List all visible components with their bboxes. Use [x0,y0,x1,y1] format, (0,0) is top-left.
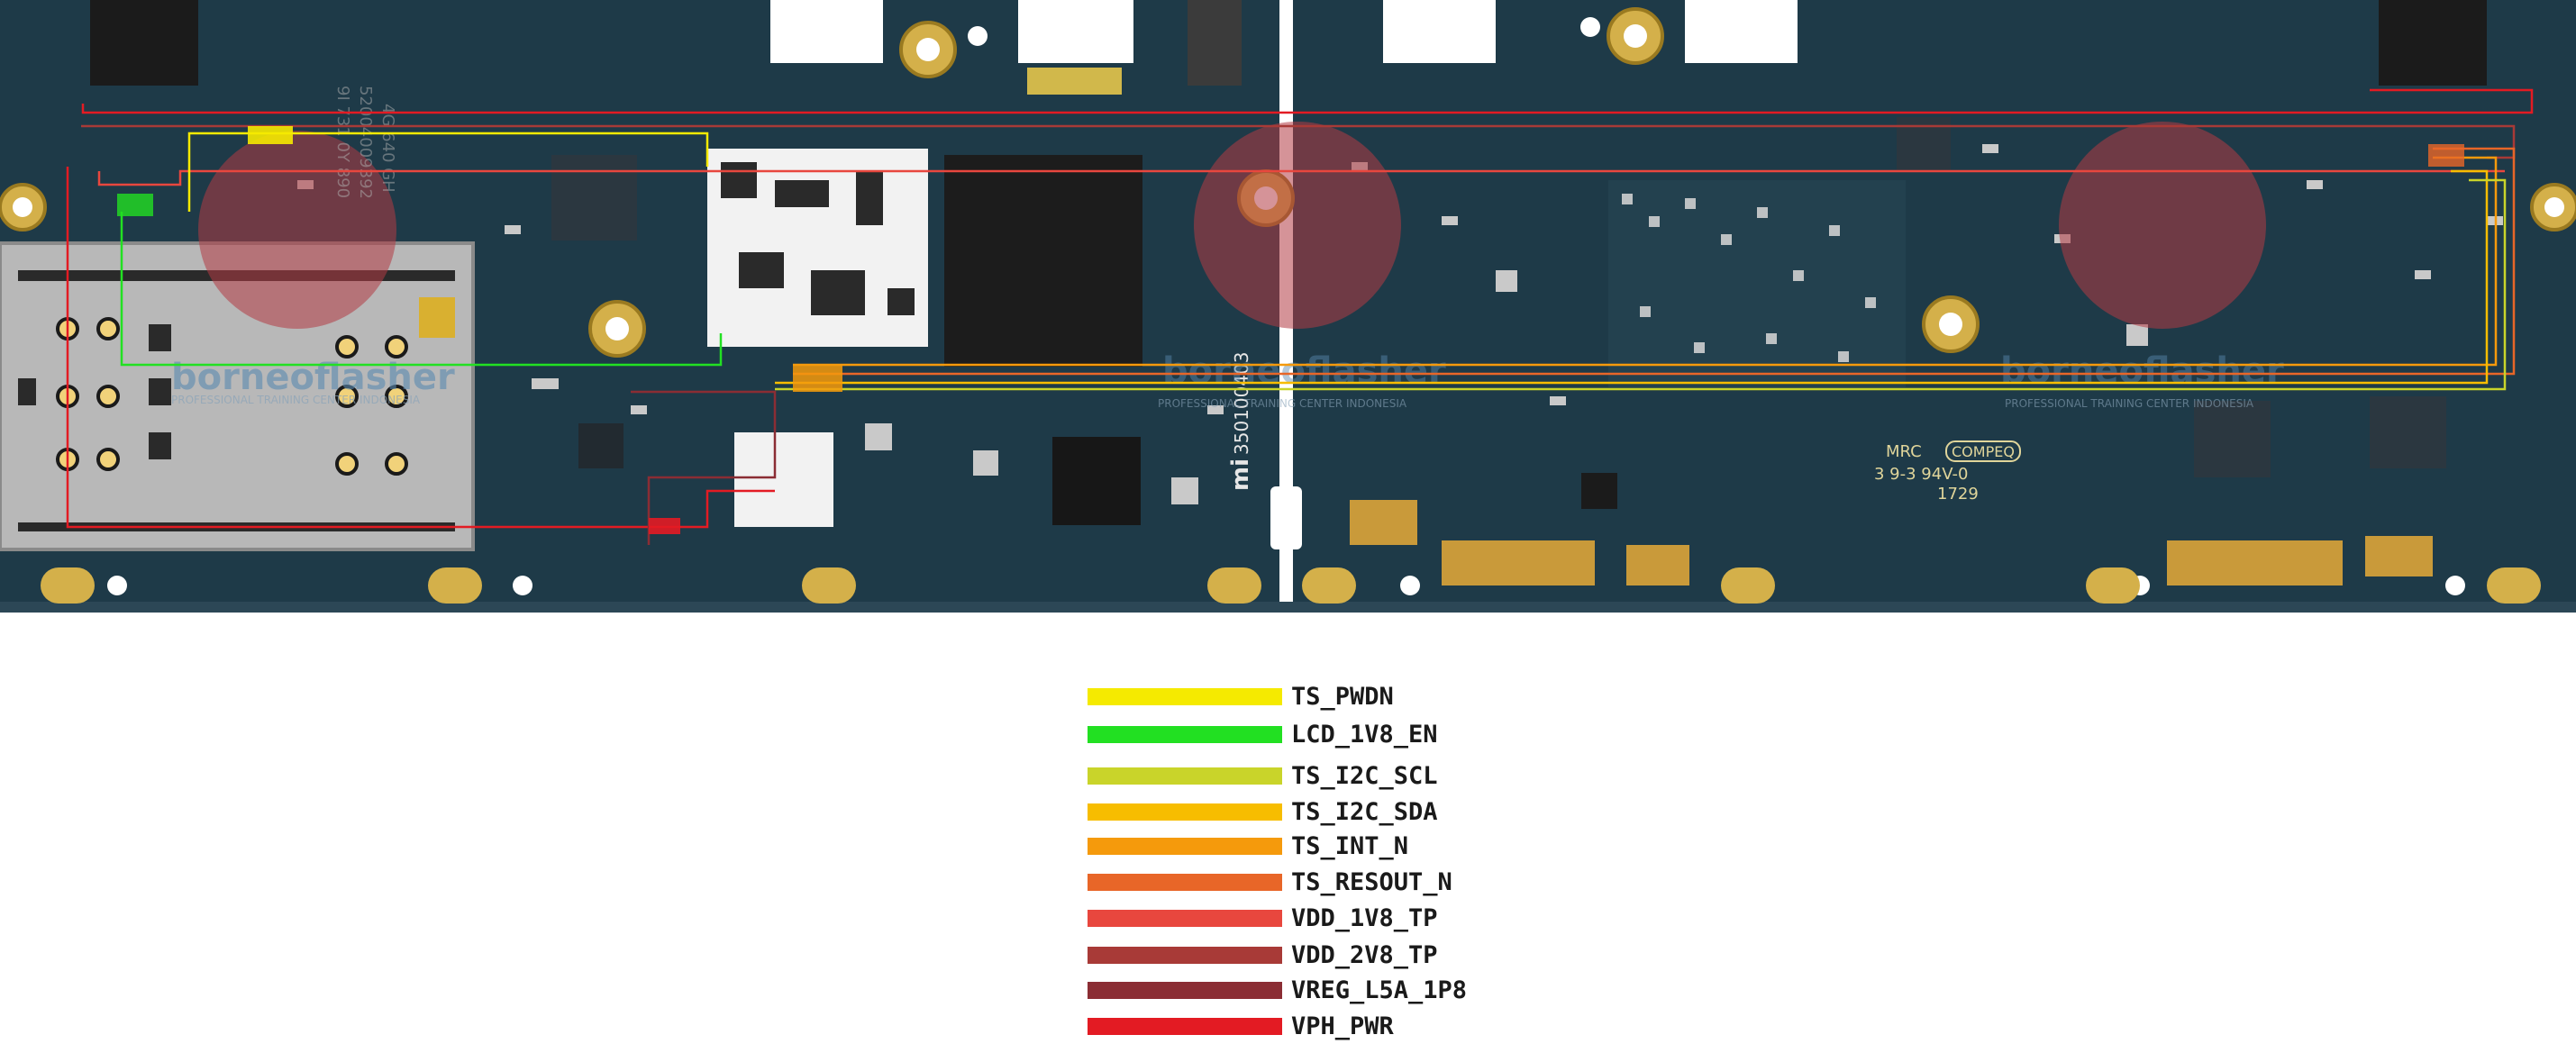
legend-item: TS_INT_N [1088,831,1409,860]
highlight-component [649,518,680,534]
highlight-component [2428,144,2464,167]
trace-ts-i2c-sda [775,169,2489,385]
board-cutout [1383,0,1496,63]
legend-swatch [1088,1017,1282,1035]
legend-item: TS_I2C_SCL [1088,761,1438,790]
pcb-board-diagram: mi 350100403 MRC COMPEQ 3 9-3 94V-0 1729… [0,0,2576,613]
connector [1350,500,1417,545]
connector [1626,545,1689,585]
legend-swatch [1088,803,1282,821]
ic-chip [551,155,637,241]
board-divider-tab [1270,486,1302,549]
legend-swatch [1088,767,1282,785]
trace-vreg-l5a-1p8 [631,390,777,545]
watermark-tagline: PROFESSIONAL TRAINING CENTER INDONESIA [2005,397,2254,410]
legend-swatch [1088,981,1282,999]
legend-label: TS_RESOUT_N [1291,867,1452,896]
legend-item: VDD_2V8_TP [1088,940,1438,969]
legend-item: LCD_1V8_EN [1088,720,1438,749]
legend-label: LCD_1V8_EN [1291,720,1438,749]
trace-vdd-2v8-tp [81,124,2516,159]
pmic-chip [1052,437,1141,525]
connector [2365,536,2433,576]
ic-chip [2194,401,2271,477]
legend-label: TS_PWDN [1291,682,1394,711]
connector [2167,540,2343,585]
board-cutout [1685,0,1798,63]
legend-item: TS_PWDN [1088,682,1394,711]
highlight-component [793,365,842,392]
legend-item: TS_I2C_SDA [1088,797,1438,826]
silkscreen-model-number: 350100403 [1231,351,1252,455]
watermark-logo [2059,122,2266,329]
watermark-logo [1194,122,1401,329]
legend-label: TS_INT_N [1291,831,1409,860]
legend-item: TS_RESOUT_N [1088,867,1452,896]
board-cutout [1018,0,1133,63]
legend-swatch [1088,687,1282,705]
watermark-brand: borneoflasher [2000,350,2284,392]
bga-small-grid [734,432,833,527]
connector [1188,0,1242,86]
watermark-tagline: PROFESSIONAL TRAINING CENTER INDONESIA [1158,397,1407,410]
connector [2379,0,2487,86]
watermark-logo [198,131,396,329]
watermark-brand: borneoflasher [171,357,455,398]
marking-mrc: MRC [1886,442,1922,461]
watermark-tagline: PROFESSIONAL TRAINING CENTER INDONESIA [171,394,421,406]
legend-item: VPH_PWR [1088,1012,1394,1040]
trace-lcd-1v8-en [120,212,723,367]
watermark-brand: borneoflasher [1162,350,1446,392]
legend-label: VDD_2V8_TP [1291,940,1438,969]
legend-label: VREG_L5A_1P8 [1291,976,1468,1004]
legend-item: VDD_1V8_TP [1088,903,1438,932]
connector [1027,68,1122,95]
legend-label: VPH_PWR [1291,1012,1394,1040]
trace-ts-pwdn [187,132,709,212]
pcb-bottom-edge [0,602,2576,613]
trace-ts-resout-n [793,147,2516,376]
highlight-component [248,126,293,144]
marking-brand: COMPEQ [1952,443,2015,460]
legend-item: VREG_L5A_1P8 [1088,976,1468,1004]
marking-rating: 3 9-3 94V-0 [1874,465,1968,484]
legend-swatch [1088,873,1282,891]
board-cutout [770,0,883,63]
memory-chip [944,155,1142,367]
trace-vdd-1v8-tp [97,169,2505,186]
chip-marking: 52004009392 [356,86,375,199]
connector [1442,540,1595,585]
connector [90,0,198,86]
ic-chip [2370,396,2446,468]
legend-label: VDD_1V8_TP [1291,903,1438,932]
legend-swatch [1088,725,1282,743]
marking-brand-box [1945,440,2021,462]
trace-vph-pwr [81,88,2534,114]
legend-swatch [1088,837,1282,855]
legend-swatch [1088,909,1282,927]
marking-date-code: 1729 [1937,485,1979,504]
ic-chip [1581,473,1617,509]
legend-swatch [1088,946,1282,964]
legend-label: TS_I2C_SDA [1291,797,1438,826]
highlight-component [117,194,153,216]
legend-label: TS_I2C_SCL [1291,761,1438,790]
silkscreen-logo: mi [1227,458,1254,491]
chip-marking: 9I 731 0Y 890 [333,86,352,198]
trace-ts-i2c-scl [775,178,2507,391]
ic-chip [578,423,624,468]
chip-marking: 4G 640 GH [378,104,397,193]
trace-vph-pwr [66,167,775,529]
